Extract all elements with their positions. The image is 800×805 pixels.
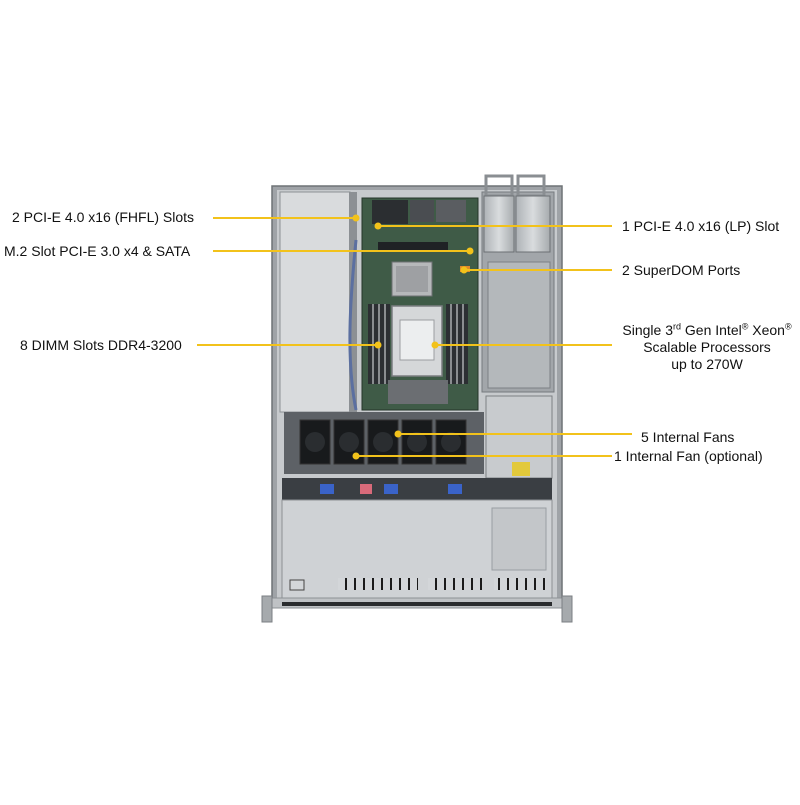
label-processor-line1: Single 3rd Gen Intel® Xeon®: [622, 321, 792, 338]
label-processor-line3: up to 270W: [671, 356, 743, 372]
label-pcie-fhfl: 2 PCI-E 4.0 x16 (FHFL) Slots: [12, 209, 195, 225]
callout-dots: [352, 214, 474, 460]
dot-internal-fans: [394, 430, 402, 438]
backplane: [282, 478, 552, 500]
dot-superdom: [460, 266, 468, 274]
label-m2-slot: M.2 Slot PCI-E 3.0 x4 & SATA: [4, 243, 191, 259]
dot-processor: [431, 341, 439, 349]
label-internal-fans: 5 Internal Fans: [641, 429, 735, 445]
dot-pcie-lp: [374, 222, 382, 230]
fan-bay: [284, 412, 484, 474]
label-superdom: 2 SuperDOM Ports: [622, 262, 741, 278]
motherboard: [361, 197, 479, 411]
label-optional-fan: 1 Internal Fan (optional): [614, 448, 763, 464]
dot-m2-slot: [466, 247, 474, 255]
callout-lines: [197, 217, 632, 457]
label-dimm-slots: 8 DIMM Slots DDR4-3200: [20, 337, 182, 353]
label-pcie-lp: 1 PCI-E 4.0 x16 (LP) Slot: [622, 218, 780, 234]
psu-handles: [483, 174, 553, 479]
dot-optional-fan: [352, 452, 360, 460]
dot-pcie-fhfl: [352, 214, 360, 222]
label-processor: Single 3rd Gen Intel® Xeon® Scalable Pro…: [614, 322, 800, 373]
label-processor-line2: Scalable Processors: [643, 339, 771, 355]
front-bezel: [261, 595, 573, 623]
dot-dimm: [374, 341, 382, 349]
drive-cage: [281, 499, 553, 601]
